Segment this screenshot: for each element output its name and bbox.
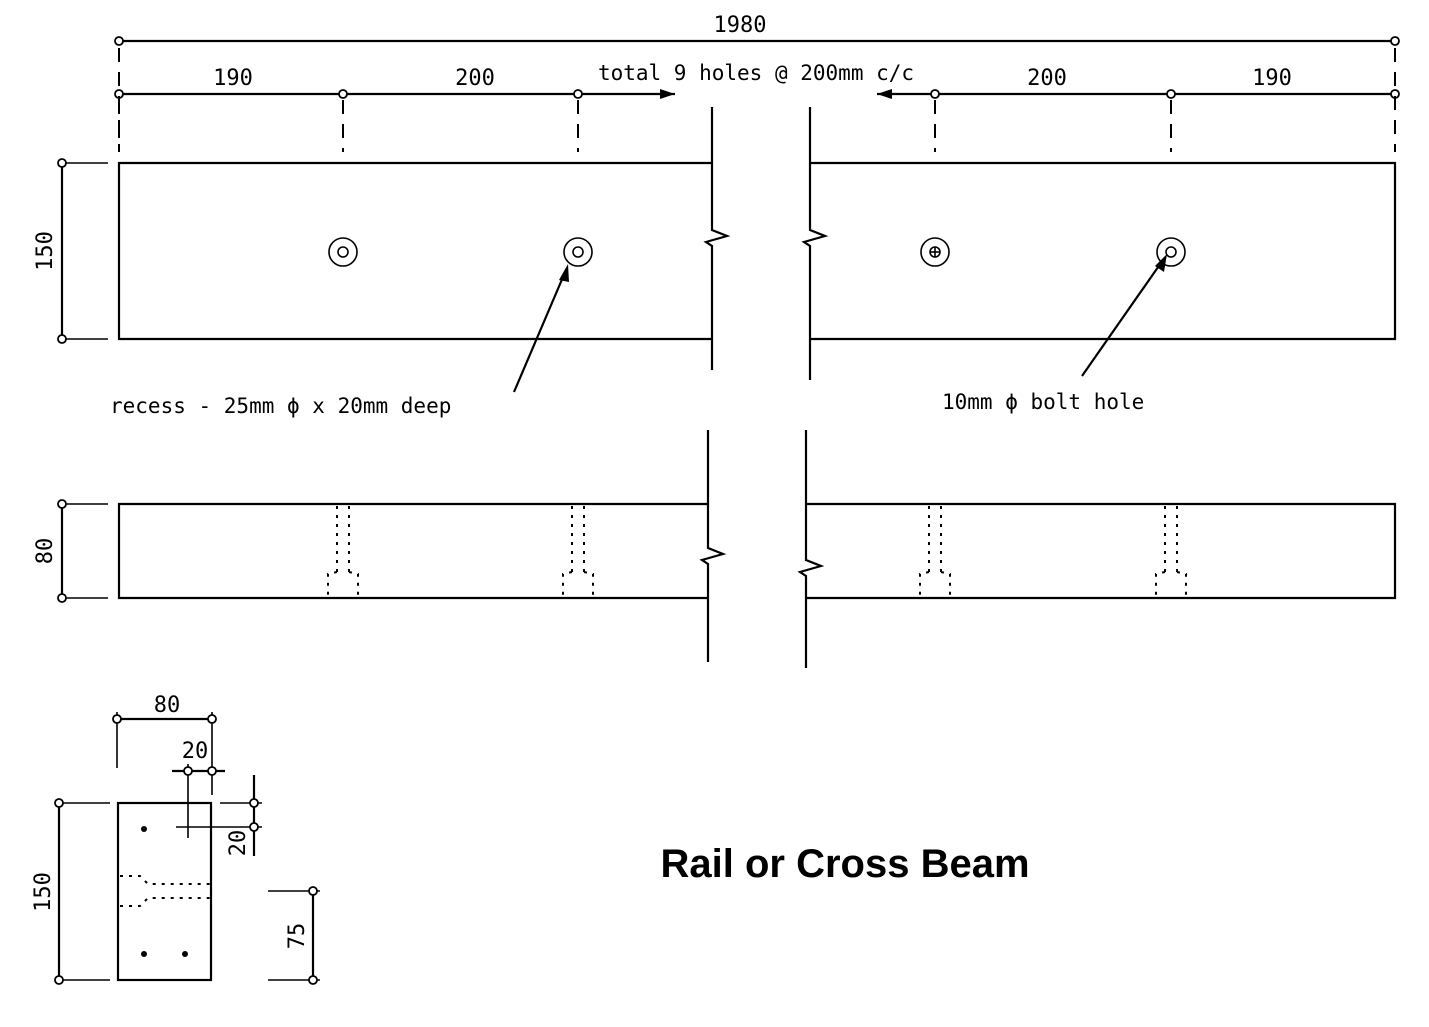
overall-dimension-chain: 1980 [114, 13, 1400, 46]
left-190-label: 190 [213, 66, 253, 91]
right-200-label: 200 [1027, 66, 1067, 91]
hidden-bolt-hole [1155, 506, 1187, 598]
side-view: 80 [33, 430, 1397, 668]
plan-view: 150 [33, 107, 1397, 380]
side-height-label: 80 [33, 538, 58, 565]
hidden-bolt-hole [327, 506, 359, 598]
section-mid-label: 75 [285, 923, 310, 950]
recess-hole [920, 237, 950, 267]
plan-height-label: 150 [33, 231, 58, 271]
recess-hole [1156, 237, 1186, 267]
recess-hole [328, 237, 358, 267]
recess-leader: recess - 25mm ϕ x 20mm deep [110, 264, 569, 418]
section-width-label: 80 [154, 693, 181, 718]
overall-length-label: 1980 [714, 13, 767, 38]
left-200-label: 200 [455, 66, 495, 91]
section-height-label: 150 [31, 872, 56, 912]
bolt-hole-note: 10mm ϕ bolt hole [942, 390, 1144, 414]
hidden-bolt-hole [562, 506, 594, 598]
section-offset-y-label: 20 [226, 830, 251, 857]
bolt-hole-leader: 10mm ϕ bolt hole [942, 254, 1167, 414]
hidden-bolt-hole [919, 506, 951, 598]
drawing-title: Rail or Cross Beam [660, 842, 1029, 886]
recess-hole [563, 237, 593, 267]
cross-section: 80 20 20 150 75 [31, 693, 320, 985]
recess-note: recess - 25mm ϕ x 20mm deep [110, 394, 451, 418]
extension-lines [118, 48, 1396, 152]
spacing-dimension-chain: 190 200 200 190 total 9 holes @ 200mm c/… [114, 61, 1400, 99]
right-190-label: 190 [1252, 66, 1292, 91]
hole-spacing-note: total 9 holes @ 200mm c/c [598, 61, 914, 85]
section-offset-x-label: 20 [182, 739, 209, 764]
